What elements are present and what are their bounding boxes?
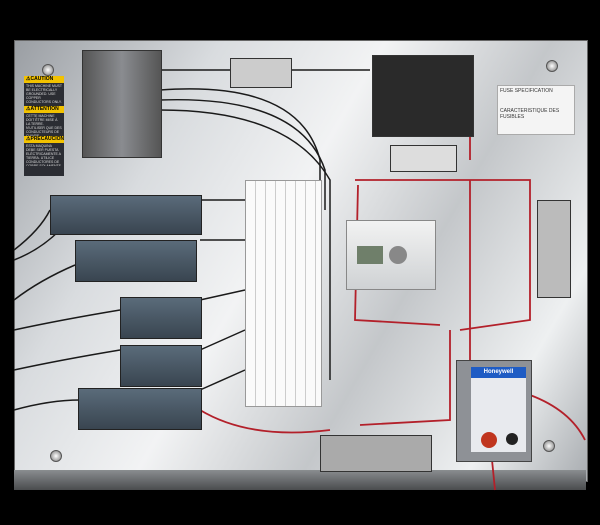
terminal-rail <box>320 435 432 472</box>
mounting-bolt <box>42 64 54 76</box>
precaucion-text: ESTA MAQUINA DEBE SER PUESTA ELÉCTRICAME… <box>26 144 62 166</box>
motor-starter <box>78 388 202 430</box>
motor-starter <box>75 240 197 282</box>
fuse-block <box>230 58 292 88</box>
honeywell-brand: Honeywell <box>471 367 526 378</box>
caution-title: ⚠CAUTION <box>24 76 64 83</box>
motor-starter <box>50 195 202 235</box>
contactor <box>120 297 202 339</box>
main-disconnect-switch <box>82 50 162 158</box>
flame-rod-connector <box>506 433 518 445</box>
attention-text: CETTE MACHINE DOIT ÊTRE MISE À LA TERRE.… <box>26 114 62 136</box>
red-cable-connector <box>481 432 497 448</box>
terminal-strip <box>537 200 571 298</box>
panel-bottom-edge <box>14 470 586 490</box>
circuit-breaker-row <box>245 180 322 407</box>
fuse-spec-title-fr: CARACTERISTIQUE DES FUSIBLES <box>500 108 560 120</box>
attention-title: ⚠ATTENTION <box>24 106 64 113</box>
fuse-specification-label: FUSE SPECIFICATION CARACTERISTIQUE DES F… <box>497 85 575 135</box>
control-transformer <box>372 55 474 137</box>
warning-labels: ⚠CAUTION THIS MACHINE MUST BE ELECTRICAL… <box>24 76 64 176</box>
plc-display <box>357 246 383 264</box>
terminal-block <box>390 145 457 172</box>
mounting-bolt <box>50 450 62 462</box>
mounting-bolt <box>546 60 558 72</box>
red-wires <box>199 129 586 491</box>
caution-text: THIS MACHINE MUST BE ELECTRICALLY GROUND… <box>26 84 62 104</box>
plc-keypad <box>389 246 407 264</box>
plc-controller <box>346 220 436 290</box>
precaucion-title: ⚠PRECAUCION <box>24 136 65 143</box>
contactor <box>120 345 202 387</box>
mounting-bolt <box>543 440 555 452</box>
fuse-spec-title: FUSE SPECIFICATION <box>500 88 553 94</box>
